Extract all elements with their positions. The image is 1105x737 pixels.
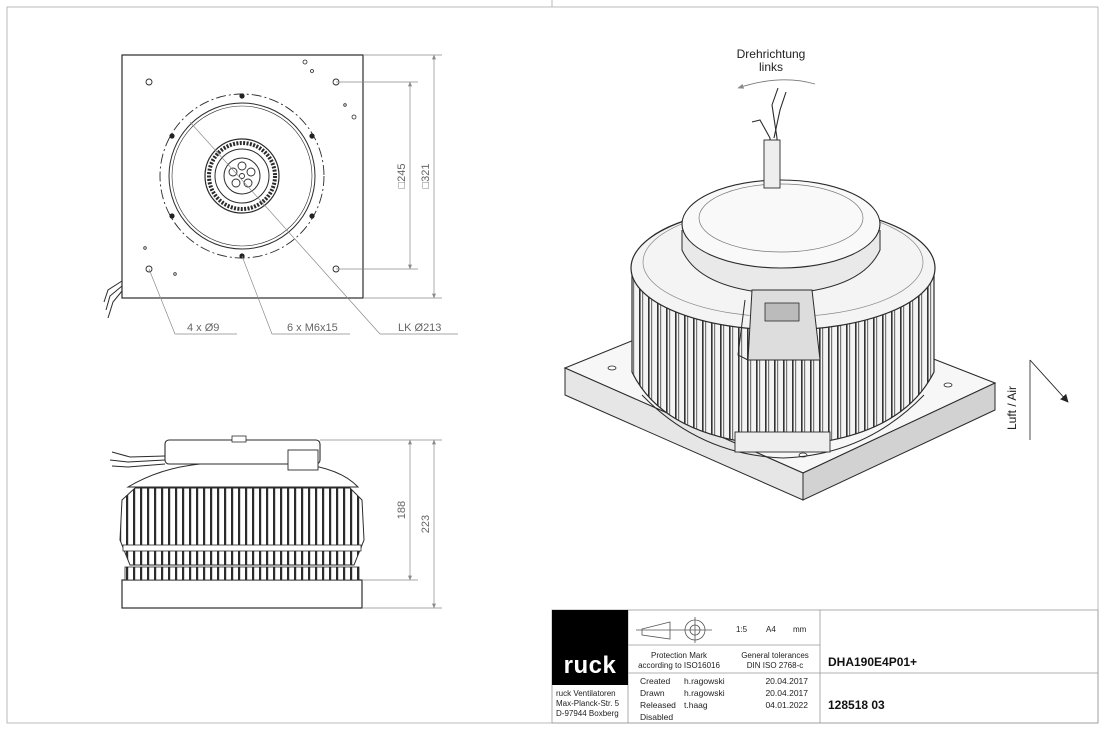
callout-bolt-circle: LK Ø213 xyxy=(398,322,441,334)
ruck-logo: ruck xyxy=(564,652,617,679)
rotation-arrow xyxy=(737,79,816,89)
airflow-indicator xyxy=(1029,359,1069,440)
corner-mounting-holes xyxy=(145,78,340,273)
ruck-logo-box xyxy=(552,610,628,685)
iso-motor-cover-top xyxy=(681,179,881,269)
tolerance-line1: General tolerances xyxy=(741,651,809,660)
rotation-label-line1: Drehrichtung xyxy=(737,47,806,61)
iso-bottom-mount xyxy=(734,431,831,453)
projection-symbol-icon xyxy=(636,617,712,643)
housing-inner-ring xyxy=(171,105,313,247)
side-view-cable xyxy=(109,451,166,468)
side-view-band xyxy=(122,544,362,552)
dim-height-body: 188 xyxy=(396,501,408,519)
callout-holes: 4 x Ø9 xyxy=(187,322,219,334)
created-label: Created xyxy=(640,676,671,686)
iso-motor-cover-ring xyxy=(698,183,864,253)
paper-format: A4 xyxy=(766,625,776,634)
motor-fins-ring xyxy=(207,141,277,211)
small-features xyxy=(143,59,357,276)
side-view-cap xyxy=(231,435,247,443)
company-line-1: ruck Ventilatoren xyxy=(556,689,616,698)
iso-cable-sleeve xyxy=(763,139,781,189)
dim-square-outer: □321 xyxy=(420,164,432,189)
created-by: h.ragowski xyxy=(684,676,725,686)
iso-base-right xyxy=(802,382,996,501)
scale: 1:5 xyxy=(736,625,748,634)
iso-terminal-label xyxy=(764,302,800,322)
unit: mm xyxy=(793,625,807,634)
drawn-by: h.ragowski xyxy=(684,688,725,698)
iso-body-bottom-rim xyxy=(641,394,925,459)
side-view-base xyxy=(121,579,363,609)
airflow-label: Luft / Air xyxy=(1005,386,1019,430)
drawing-number: 128518 03 xyxy=(828,698,885,712)
threaded-holes xyxy=(169,93,315,259)
top-view-cable xyxy=(103,280,123,319)
side-view-fin-body xyxy=(119,487,365,566)
iso-terminal-box xyxy=(747,289,821,361)
drawn-label: Drawn xyxy=(640,688,665,698)
rotation-label-line2: links xyxy=(759,60,783,74)
side-view-terminal-box xyxy=(287,449,319,471)
released-date: 04.01.2022 xyxy=(765,700,808,710)
protection-mark-line2: according to ISO16016 xyxy=(638,661,720,670)
dim-square-inner: □245 xyxy=(396,164,408,189)
housing-outer-ring xyxy=(168,102,316,250)
callout-threads: 6 x M6x15 xyxy=(287,322,338,334)
released-by: t.haag xyxy=(684,700,708,710)
side-view-dimensions xyxy=(320,439,442,609)
isometric-view xyxy=(563,87,997,501)
side-view-fin-bottom xyxy=(124,566,360,581)
company-line-3: D-97944 Boxberg xyxy=(556,709,619,718)
company-line-2: Max-Planck-Str. 5 xyxy=(556,699,620,708)
drawn-date: 20.04.2017 xyxy=(765,688,808,698)
disabled-label: Disabled xyxy=(640,712,673,722)
iso-clip xyxy=(737,299,749,361)
created-date: 20.04.2017 xyxy=(765,676,808,686)
protection-mark-line1: Protection Mark xyxy=(651,651,708,660)
title-block xyxy=(551,609,1099,724)
side-view-hood xyxy=(126,463,360,488)
top-view xyxy=(103,54,364,319)
tolerance-line2: DIN ISO 2768-c xyxy=(747,661,803,670)
model-number: DHA190E4P01+ xyxy=(828,655,917,669)
released-label: Released xyxy=(640,700,676,710)
side-view xyxy=(109,435,365,609)
top-view-dimensions xyxy=(148,54,458,335)
dim-height-total: 223 xyxy=(420,515,432,533)
hub-holes xyxy=(228,161,256,188)
